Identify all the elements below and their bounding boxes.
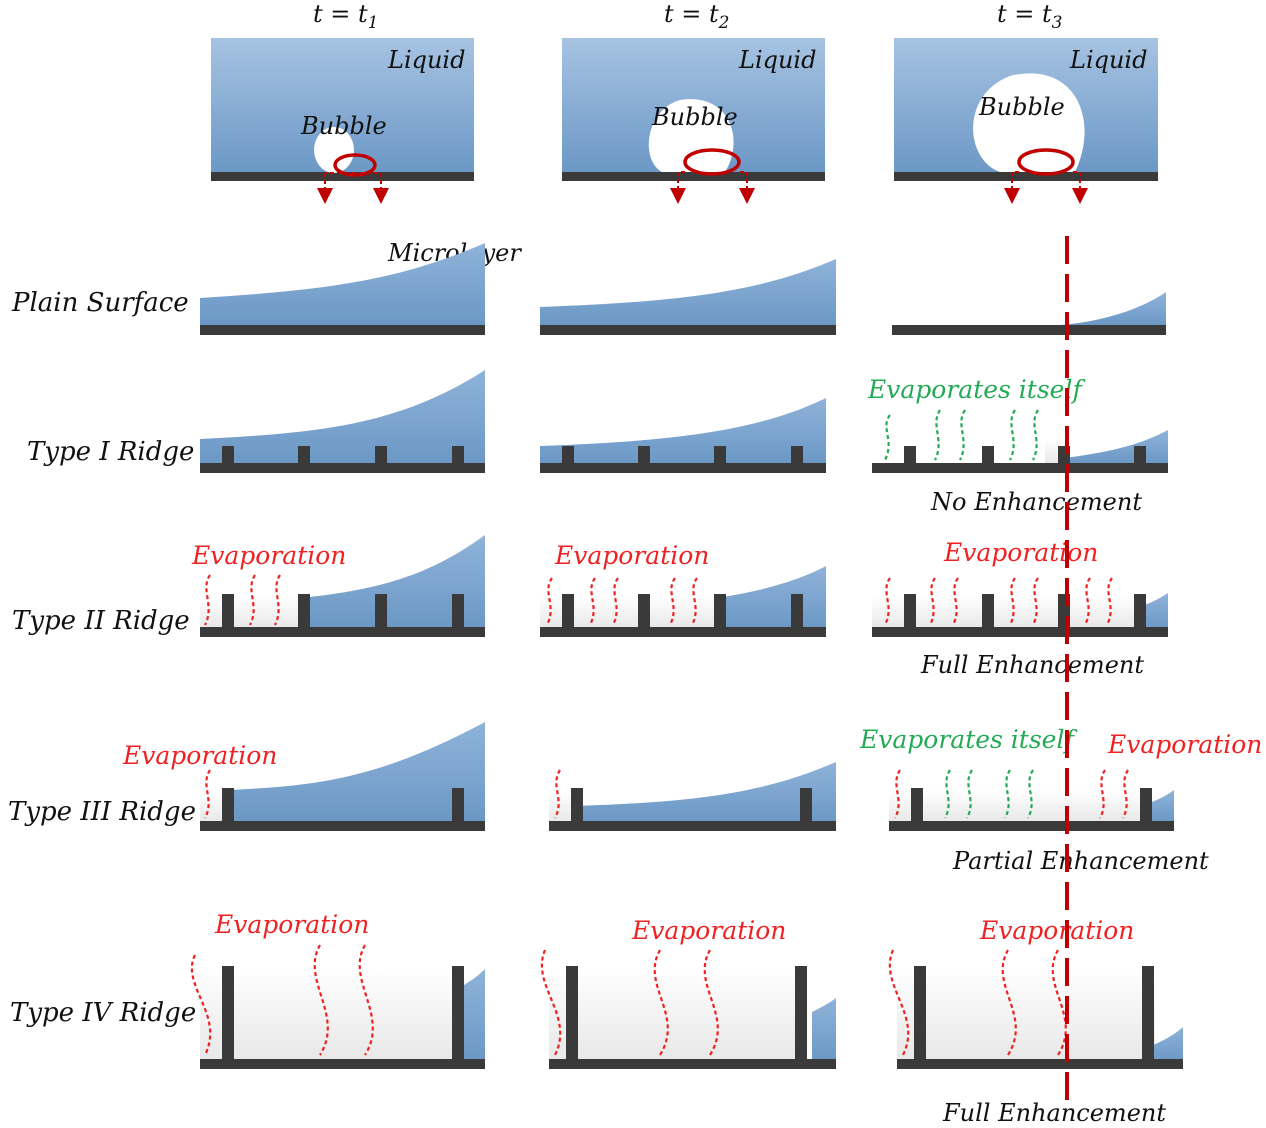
type1-ridge-t1 [200,370,485,473]
time-header-3: t = t3 [997,0,1062,33]
svg-text:t = t1: t = t1 [313,0,378,33]
svg-text:t = t2: t = t2 [664,0,729,33]
row-label-plain: Plain Surface [11,288,189,318]
liquid-label: Liquid [1069,46,1147,74]
bubble-shape [648,99,734,172]
time-header-1: t = t1 [313,0,378,33]
row-label-type3: Type III Ridge [8,797,196,827]
bubble-panel-t1: Liquid Bubble [211,38,474,204]
row-label-type2: Type II Ridge [12,606,190,636]
evaporation-label: Evaporation [631,916,786,945]
time-header-2: t = t2 [664,0,729,33]
evaporation-label: Evaporation [1107,730,1262,759]
plain-surface-t2 [540,259,836,335]
evaporation-label: Evaporation [214,910,369,939]
bubble-label: Bubble [651,103,738,131]
evaporation-label: Evaporation [979,916,1134,945]
full-enhancement-label: Full Enhancement [920,651,1144,679]
type1-ridge-t3 [872,409,1168,473]
liquid-label: Liquid [738,46,816,74]
liquid-label: Liquid [387,46,465,74]
evaporates-itself-label: Evaporates itself [859,725,1077,754]
type4-ridge-t2 [540,949,836,1069]
evaporation-label: Evaporation [122,741,277,770]
no-enhancement-label: No Enhancement [930,488,1142,516]
type3-ridge-t2 [549,762,836,831]
evaporation-label: Evaporation [943,538,1098,567]
svg-text:t = t3: t = t3 [997,0,1062,33]
highlight-ellipse [1017,148,1075,176]
partial-enhancement-label: Partial Enhancement [952,847,1209,875]
bubble-shape [973,73,1085,172]
bubble-panel-t2: Liquid Bubble [562,38,825,204]
plain-surface-t1 [200,243,485,335]
highlight-ellipse [683,148,741,176]
bubble-label: Bubble [978,93,1065,121]
full-enhancement-label: Full Enhancement [942,1099,1166,1127]
type2-ridge-t3 [872,577,1168,637]
evaporation-label: Evaporation [191,541,346,570]
row-label-type4: Type IV Ridge [10,998,196,1028]
bubble-panel-t3: Liquid Bubble [894,38,1158,204]
bubble-shape [314,127,354,173]
plain-surface-t3 [892,292,1166,335]
type3-ridge-t3 [889,769,1174,831]
type4-ridge-t3 [888,949,1183,1069]
type3-ridge-t1 [200,722,485,831]
bubble-label: Bubble [300,112,387,140]
evaporation-label: Evaporation [554,541,709,570]
type1-ridge-t2 [540,398,826,473]
row-label-type1: Type I Ridge [27,437,194,467]
self-evaporation-waves [883,409,1039,461]
type4-ridge-t1 [190,944,485,1069]
highlight-ellipse [333,153,377,177]
type2-ridge-t2 [540,566,826,637]
type2-ridge-t1 [200,535,485,637]
evaporates-itself-label: Evaporates itself [867,375,1085,404]
